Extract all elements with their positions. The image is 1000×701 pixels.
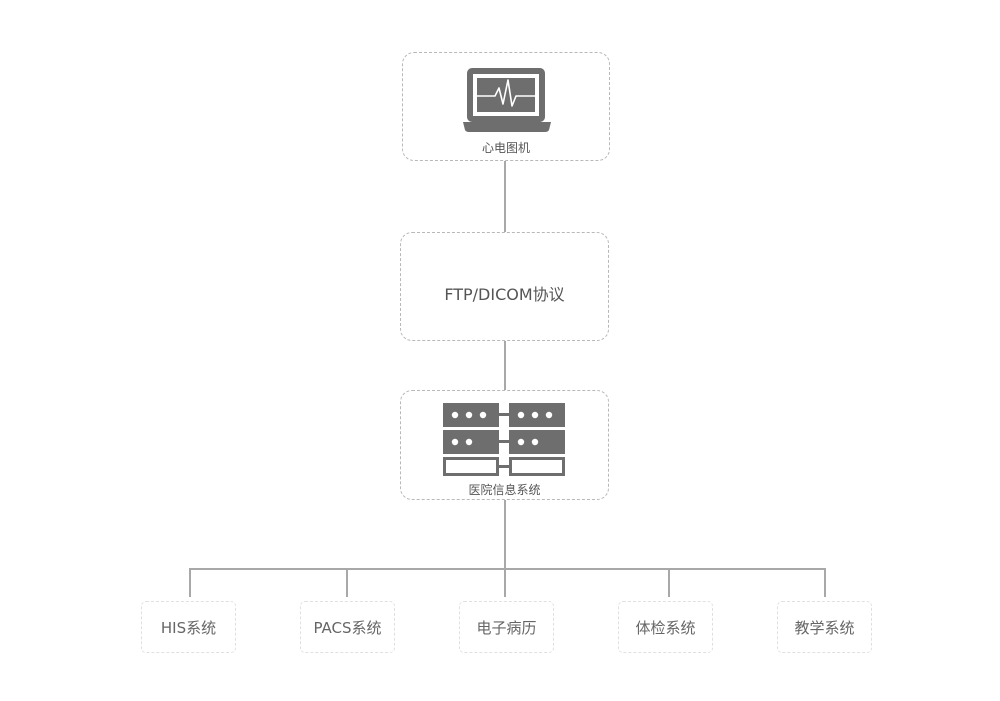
server-rack-icon <box>443 403 565 476</box>
connector-bus-emr <box>504 568 506 597</box>
subsystem-checkup-label: 体检系统 <box>635 618 696 637</box>
connector-ecg-protocol <box>504 161 506 232</box>
subsystem-pacs: PACS系统 <box>300 601 395 653</box>
subsystem-pacs-label: PACS系统 <box>313 618 382 637</box>
connector-his-bus <box>504 500 506 569</box>
connector-bus-pacs <box>346 568 348 597</box>
ecg-machine-node: 心电图机 <box>402 52 610 161</box>
subsystem-emr-label: 电子病历 <box>476 618 537 637</box>
ecg-monitor-icon <box>463 68 551 132</box>
subsystem-his-label: HIS系统 <box>160 618 217 637</box>
subsystem-emr: 电子病历 <box>459 601 554 653</box>
ecg-machine-label: 心电图机 <box>481 141 530 155</box>
connector-bus-teaching <box>824 568 826 597</box>
subsystem-teaching-label: 教学系统 <box>794 618 855 637</box>
hospital-info-system-label: 医院信息系统 <box>468 483 541 497</box>
connector-protocol-his <box>504 341 506 391</box>
subsystem-his: HIS系统 <box>141 601 236 653</box>
protocol-node: FTP/DICOM协议 <box>400 232 609 341</box>
subsystem-teaching: 教学系统 <box>777 601 872 653</box>
protocol-label: FTP/DICOM协议 <box>444 285 565 304</box>
subsystem-checkup: 体检系统 <box>618 601 713 653</box>
connector-bus-his <box>189 568 191 597</box>
hospital-info-system-node: 医院信息系统 <box>400 390 609 500</box>
connector-bus-horizontal <box>189 568 826 570</box>
connector-bus-checkup <box>668 568 670 597</box>
